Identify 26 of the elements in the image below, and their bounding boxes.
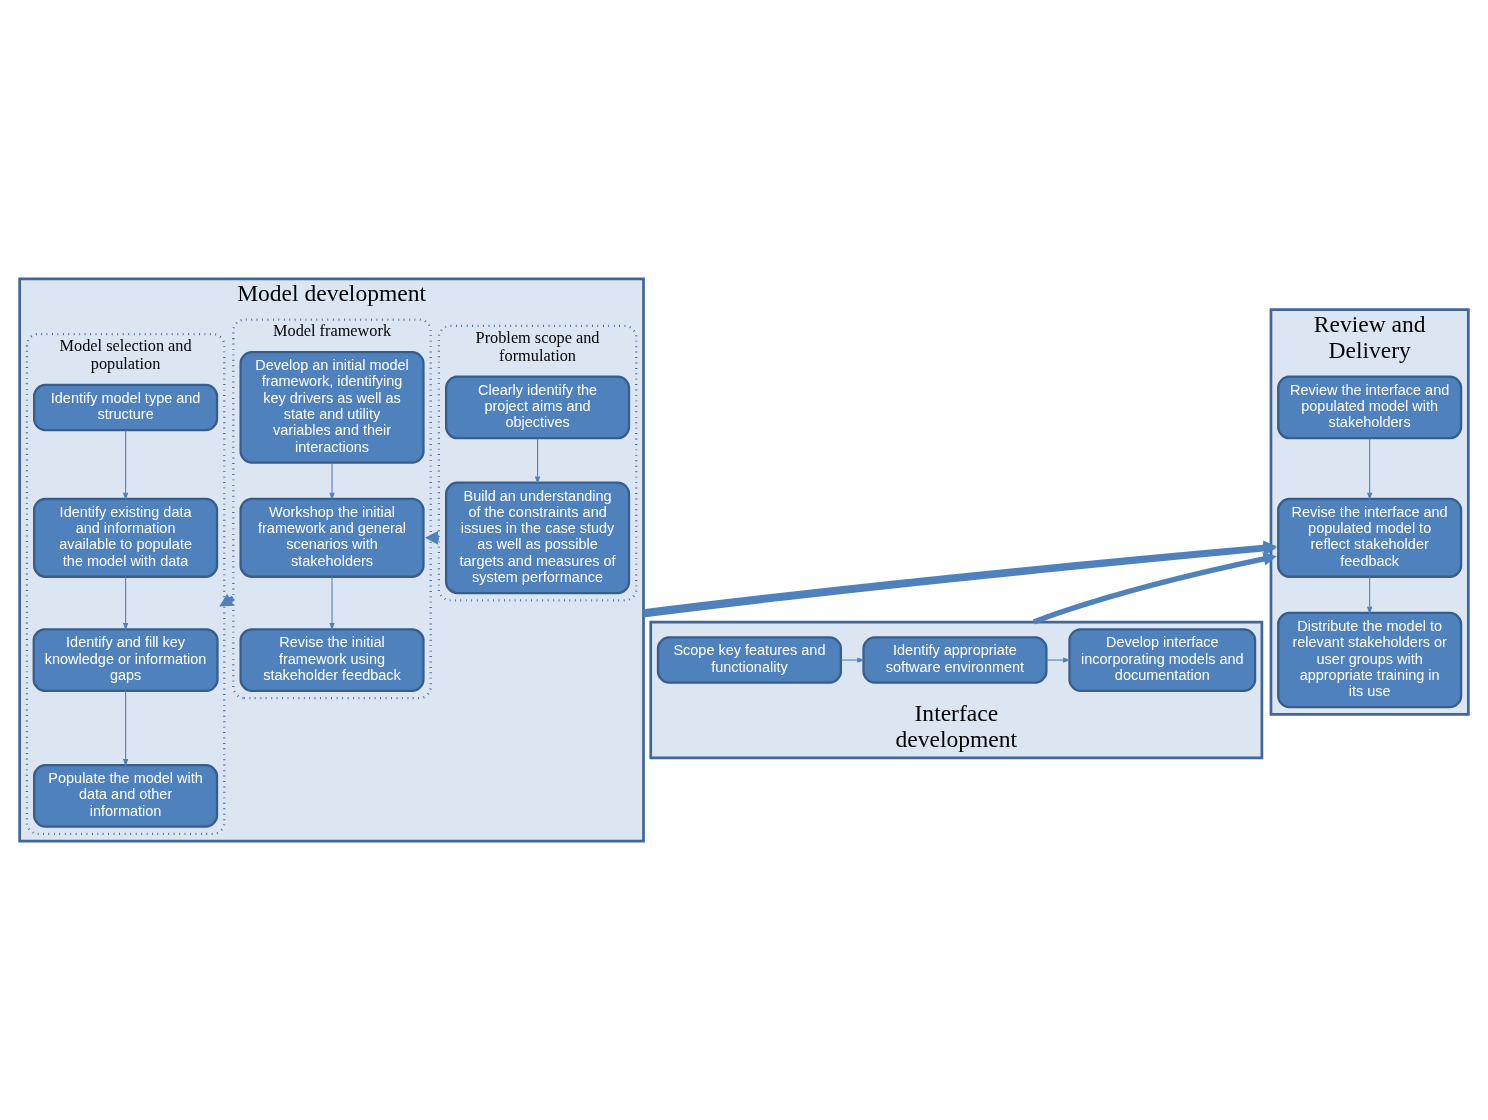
arrow — [840, 657, 865, 663]
arrow — [534, 437, 541, 485]
node-box: Revise the interface and populated model to reflect stakeholder feedback — [1277, 497, 1463, 578]
arrow — [1367, 576, 1373, 615]
arrow — [1367, 437, 1373, 501]
node-box: Identify model type and structure — [33, 383, 219, 432]
arrow — [122, 576, 129, 631]
arrow — [122, 429, 129, 501]
node-box: Review the interface and populated model with stakeholders — [1277, 375, 1463, 440]
node-box: Develop an initial model framework, identifying key drivers as well as state and utility variables and their interactions — [239, 351, 425, 464]
arrow — [329, 576, 335, 631]
node-box: Identify existing data and information available to populate the model with data — [33, 497, 219, 578]
node-box: Distribute the model to relevant stakeholders or user groups with appropriate training in its use — [1277, 611, 1463, 709]
node-box: Identify and fill key knowledge or information gaps — [32, 628, 219, 692]
arrow — [1045, 657, 1071, 663]
arrow — [122, 690, 129, 767]
node-box: Build an understanding of the constraints and issues in the case study as well as possible targets and measures of system performance — [445, 481, 631, 595]
node-box: Develop interface incorporating models and documentation — [1068, 628, 1257, 692]
arrow — [329, 462, 335, 501]
node-box: Populate the model with data and other information — [33, 763, 219, 828]
node-box: Scope key features and functionality — [656, 636, 842, 684]
node-box: Workshop the initial framework and general scenarios with stakeholders — [239, 497, 425, 578]
arrow — [1032, 552, 1277, 625]
node-box: Identify appropriate software environment — [862, 636, 1048, 684]
node-box: Clearly identify the project aims and objectives — [445, 375, 631, 440]
node-box: Revise the initial framework using stakeholder feedback — [239, 628, 425, 692]
